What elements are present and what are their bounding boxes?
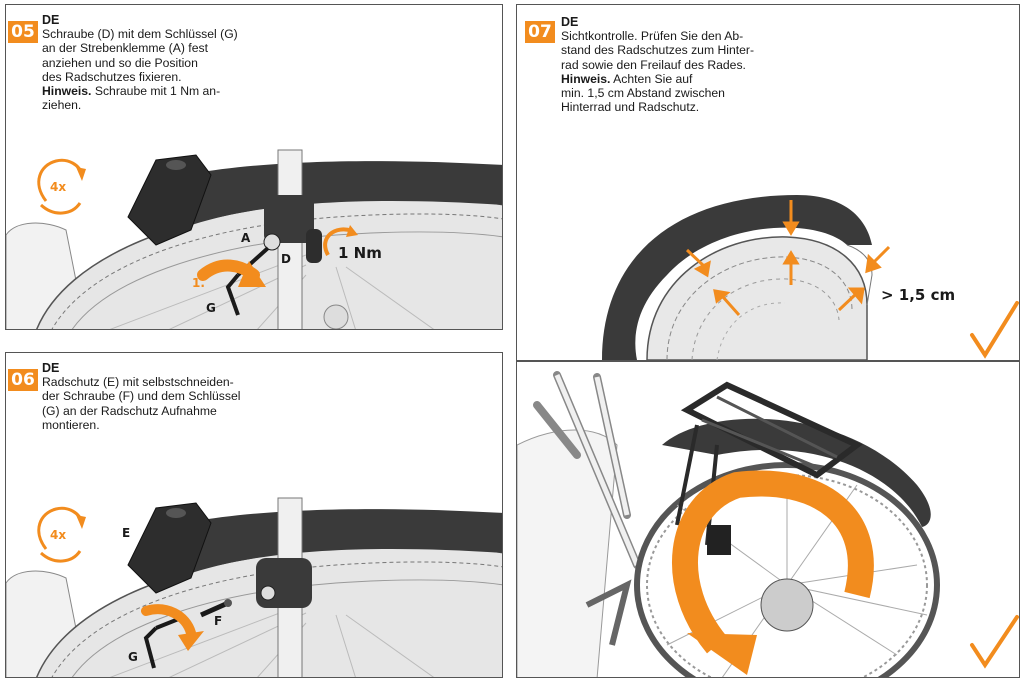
- part-label-a: A: [241, 231, 251, 245]
- instruction-line: montieren.: [42, 417, 100, 432]
- part-label-d: D: [281, 252, 291, 266]
- step-number-badge: 06: [8, 369, 38, 391]
- instruction-line: stand des Radschutzes zum Hinter-: [561, 43, 755, 58]
- checkmark-icon: [970, 301, 1019, 359]
- language-code: DE: [42, 361, 60, 375]
- language-code: DE: [42, 13, 60, 27]
- instruction-line: (G) an der Radschutz Aufnahme: [42, 403, 217, 418]
- step-instructions: DE Sichtkontrolle. Prüfen Sie den Ab- st…: [561, 15, 811, 114]
- step-number-badge: 07: [525, 21, 555, 43]
- step-05-panel: 05 DE Schraube (D) mit dem Schlüssel (G)…: [5, 4, 503, 330]
- instruction-line: anziehen und so die Position: [42, 55, 198, 70]
- hint-label: Hinweis.: [42, 84, 92, 99]
- wrench-icon: [143, 626, 158, 669]
- instruction-line: des Radschutzes fixieren.: [42, 69, 182, 84]
- checkmark-icon: [970, 615, 1019, 669]
- instruction-line: der Schraube (F) und dem Schlüssel: [42, 389, 241, 404]
- hint-line: Hinweis. Schraube mit 1 Nm an-: [42, 84, 267, 98]
- instruction-line: Schraube (D) mit dem Schlüssel (G): [42, 27, 238, 42]
- hint-line: ziehen.: [42, 98, 82, 113]
- step-number-badge: 05: [8, 21, 38, 43]
- step-06-panel: 06 DE Radschutz (E) mit selbstschneiden-…: [5, 352, 503, 678]
- torque-label: 1 Nm: [338, 244, 382, 262]
- language-code: DE: [561, 15, 579, 29]
- instruction-line: rad sowie den Freilauf des Rades.: [561, 57, 746, 72]
- step-instructions: DE Schraube (D) mit dem Schlüssel (G) an…: [42, 13, 267, 112]
- hint-text: Achten Sie auf: [610, 71, 693, 86]
- step-order-label: 1.: [192, 276, 205, 290]
- rotate-arrow-icon: [323, 227, 353, 256]
- turns-label: 4x: [50, 180, 66, 194]
- hint-line: Hinweis. Achten Sie auf: [561, 72, 811, 86]
- step-07-illustration: > 1,5 cm: [517, 195, 1019, 677]
- rotate-arrow-icon: [37, 158, 84, 202]
- wrench-icon: [225, 273, 240, 316]
- rotate-arrow-icon: [37, 506, 84, 550]
- turns-label: 4x: [50, 528, 66, 542]
- part-label-e: E: [122, 526, 130, 540]
- rotate-arrow-icon: [672, 470, 874, 654]
- part-label-g: G: [128, 650, 138, 664]
- part-label-g: G: [206, 301, 216, 315]
- hint-line: min. 1,5 cm Abstand zwischen: [561, 86, 725, 101]
- step-instructions: DE Radschutz (E) mit selbstschneiden- de…: [42, 361, 267, 432]
- panel-divider: [517, 360, 1019, 362]
- hint-line: Hinterrad und Radschutz.: [561, 100, 700, 115]
- step-06-illustration: 4x E F G: [6, 497, 502, 677]
- step-05-illustration: 4x A D G 1. 1 Nm: [6, 149, 502, 329]
- hint-text: Schraube mit 1 Nm an-: [91, 84, 221, 99]
- instruction-line: an der Strebenklemme (A) fest: [42, 41, 208, 56]
- distance-label: > 1,5 cm: [881, 286, 955, 304]
- hint-label: Hinweis.: [561, 71, 611, 86]
- instruction-line: Sichtkontrolle. Prüfen Sie den Ab-: [561, 29, 744, 44]
- step-07-panel: 07 DE Sichtkontrolle. Prüfen Sie den Ab-…: [516, 4, 1020, 678]
- instruction-line: Radschutz (E) mit selbstschneiden-: [42, 375, 234, 390]
- part-label-f: F: [214, 614, 222, 628]
